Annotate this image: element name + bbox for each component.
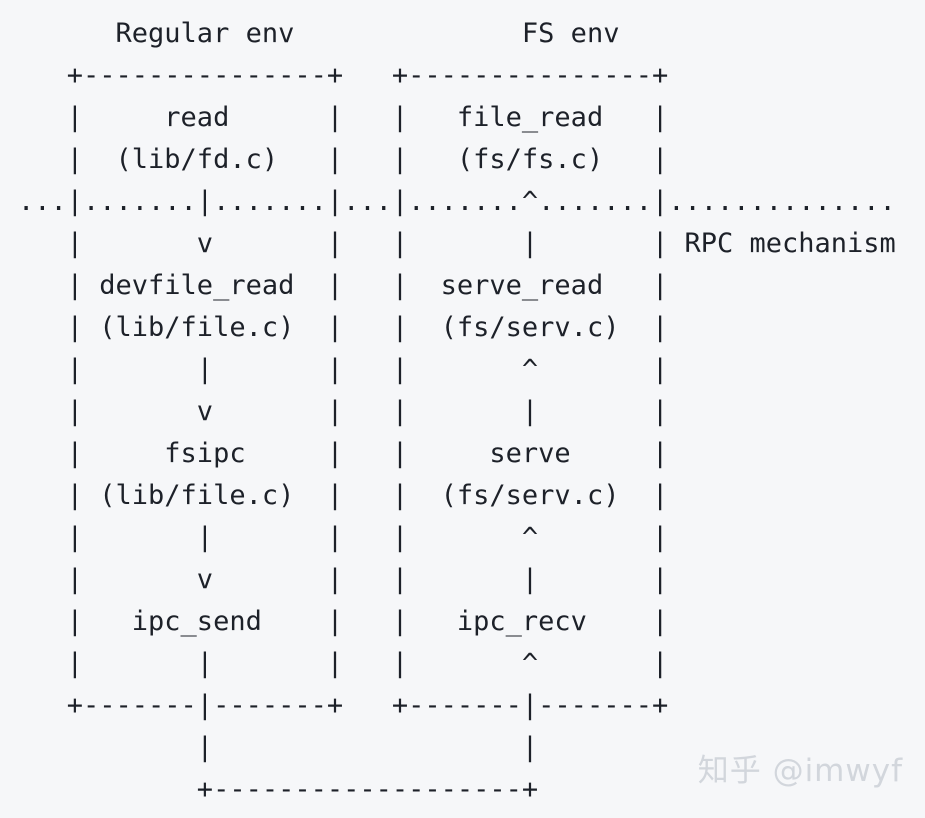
ascii-art-diagram: Regular env FS env +---------------+ +--… [18, 18, 896, 805]
zhihu-watermark: 知乎 @imwyf [697, 753, 903, 789]
